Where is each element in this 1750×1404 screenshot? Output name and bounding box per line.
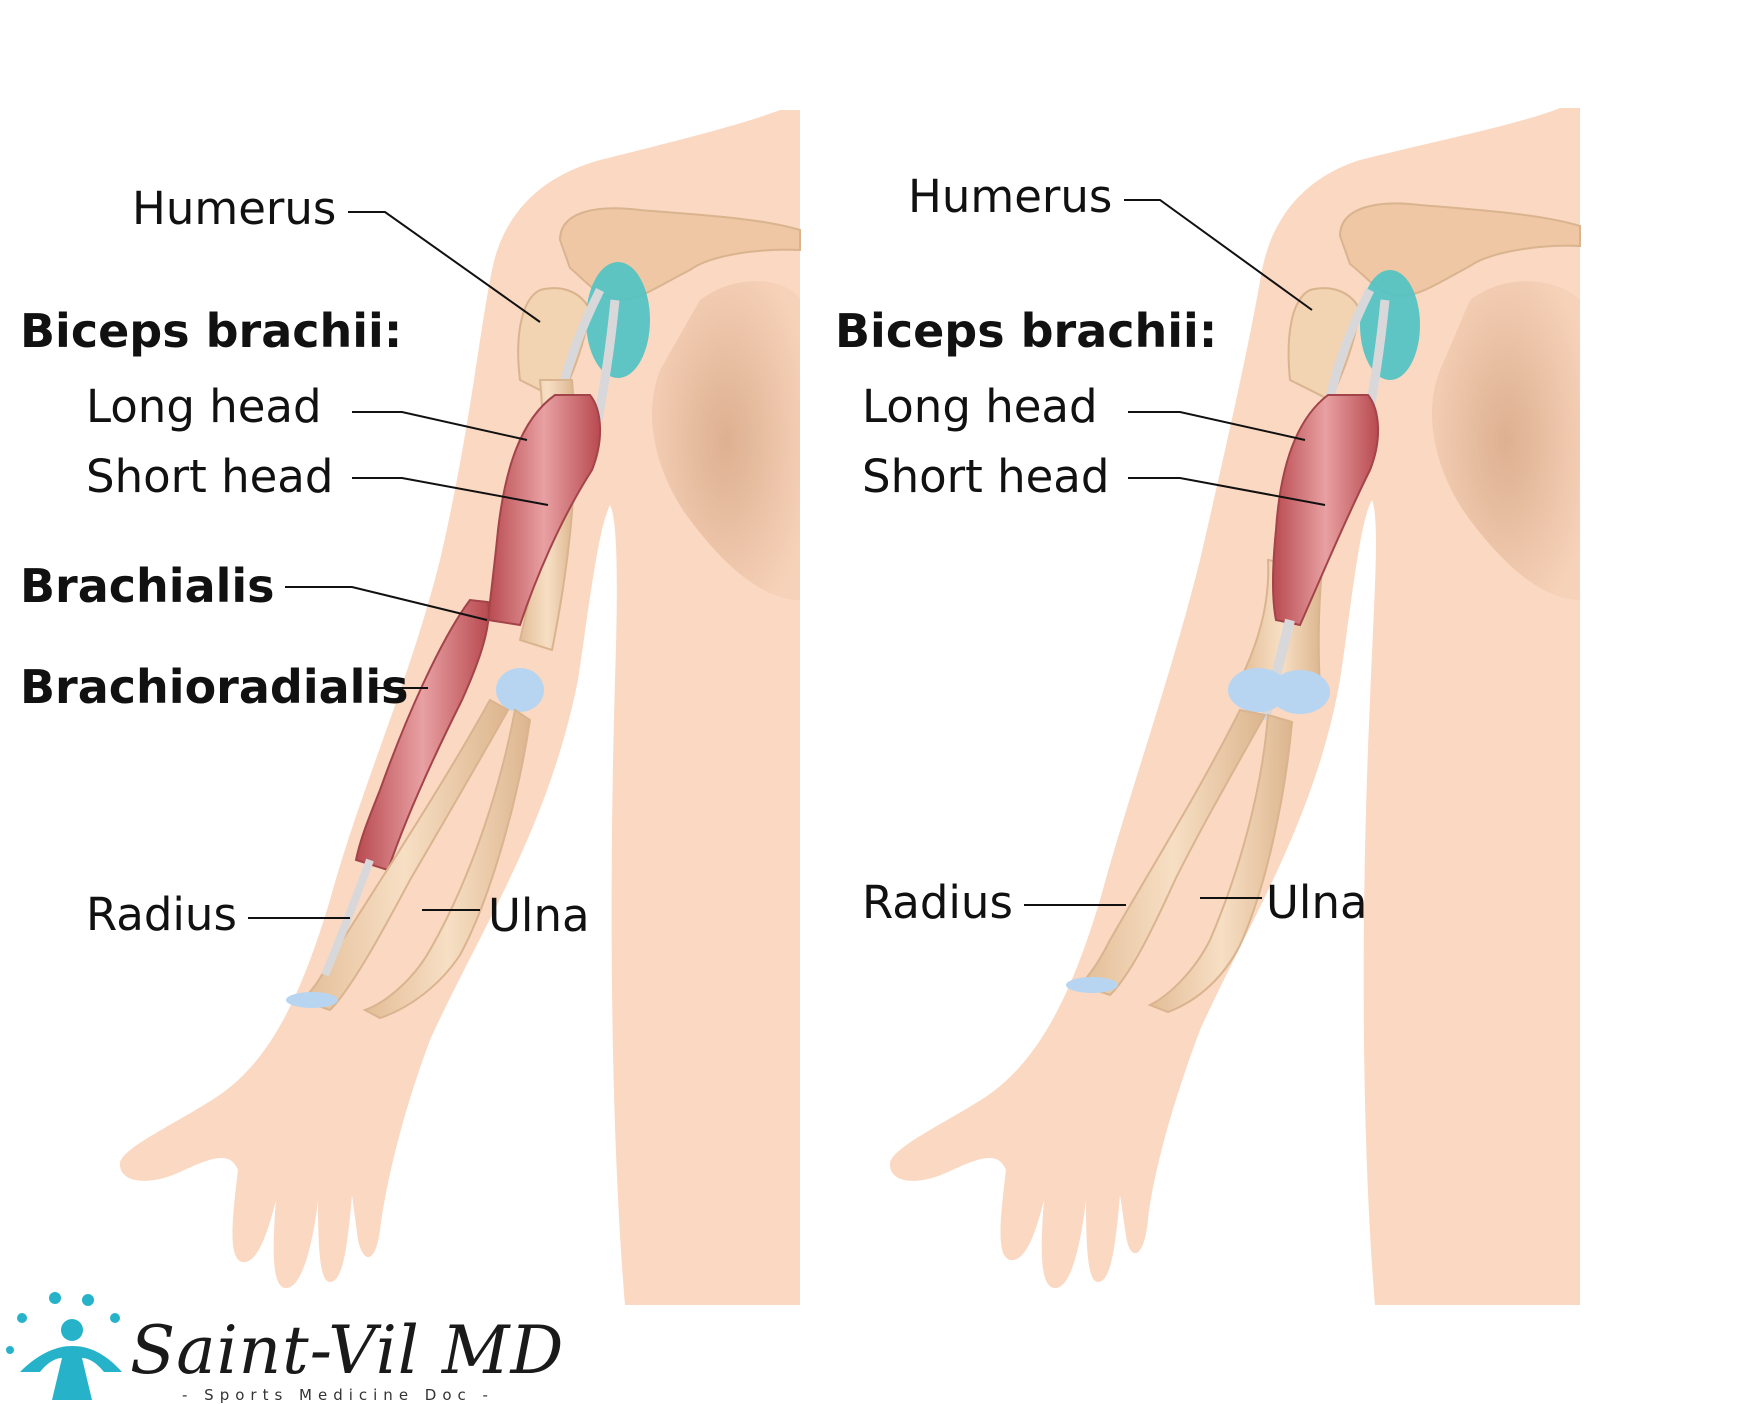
right-radius-label: Radius: [862, 876, 1013, 929]
right-long-head-label: Long head: [862, 380, 1098, 433]
left-wrist-cartilage: [286, 992, 338, 1008]
left-short-head-label: Short head: [86, 450, 334, 503]
right-biceps-brachii-heading: Biceps brachii:: [835, 304, 1218, 358]
right-humerus-head: [1287, 287, 1362, 402]
right-biceps-muscle: [1272, 394, 1379, 627]
left-forearm-tendon: [321, 858, 374, 977]
right-ulna-label: Ulna: [1266, 876, 1368, 929]
left-long-head-leader: [352, 411, 528, 441]
left-brachialis-leader: [285, 586, 488, 621]
left-leader-lines: [248, 211, 549, 919]
logo-wordmark: Saint-Vil MD: [130, 1312, 565, 1389]
left-biceps-brachii-heading: Biceps brachii:: [20, 304, 403, 358]
right-elbow-cartilage-2: [1270, 670, 1330, 714]
left-scapula: [651, 281, 800, 600]
right-humerus-leader: [1124, 199, 1313, 311]
left-radius-label: Radius: [86, 888, 237, 941]
logo-tagline: - Sports Medicine Doc -: [182, 1386, 494, 1404]
left-ulna-bone: [362, 708, 532, 1020]
right-ulna-bone: [1147, 713, 1294, 1014]
right-humerus-label: Humerus: [908, 170, 1113, 223]
left-joint-capsule: [586, 262, 650, 378]
right-skin-silhouette: [889, 108, 1580, 1305]
left-radius-bone: [297, 698, 510, 1012]
right-arm-figure: [889, 108, 1581, 1305]
right-leader-lines: [1024, 199, 1326, 906]
right-short-head-label: Short head: [862, 450, 1110, 503]
left-brachioradialis-label: Brachioradialis: [20, 660, 409, 714]
left-arm-figure: [119, 110, 801, 1305]
left-biceps-muscle: [486, 394, 601, 627]
left-short-head-leader: [352, 477, 549, 506]
left-humerus-leader: [348, 211, 541, 323]
right-scapula: [1431, 281, 1580, 600]
right-long-head-leader: [1128, 411, 1306, 441]
right-radius-bone: [1078, 708, 1267, 997]
right-short-head-leader: [1128, 477, 1326, 506]
left-skin-silhouette: [119, 110, 800, 1305]
right-wrist-cartilage: [1066, 977, 1118, 993]
person-with-dots-icon: [6, 1292, 122, 1400]
left-humerus-head: [517, 287, 592, 402]
left-humerus-label: Humerus: [132, 182, 337, 235]
left-brachialis-label: Brachialis: [20, 559, 275, 613]
right-joint-capsule: [1360, 270, 1420, 380]
left-ulna-label: Ulna: [488, 889, 590, 942]
left-elbow-cartilage: [496, 668, 544, 712]
left-long-head-label: Long head: [86, 380, 322, 433]
